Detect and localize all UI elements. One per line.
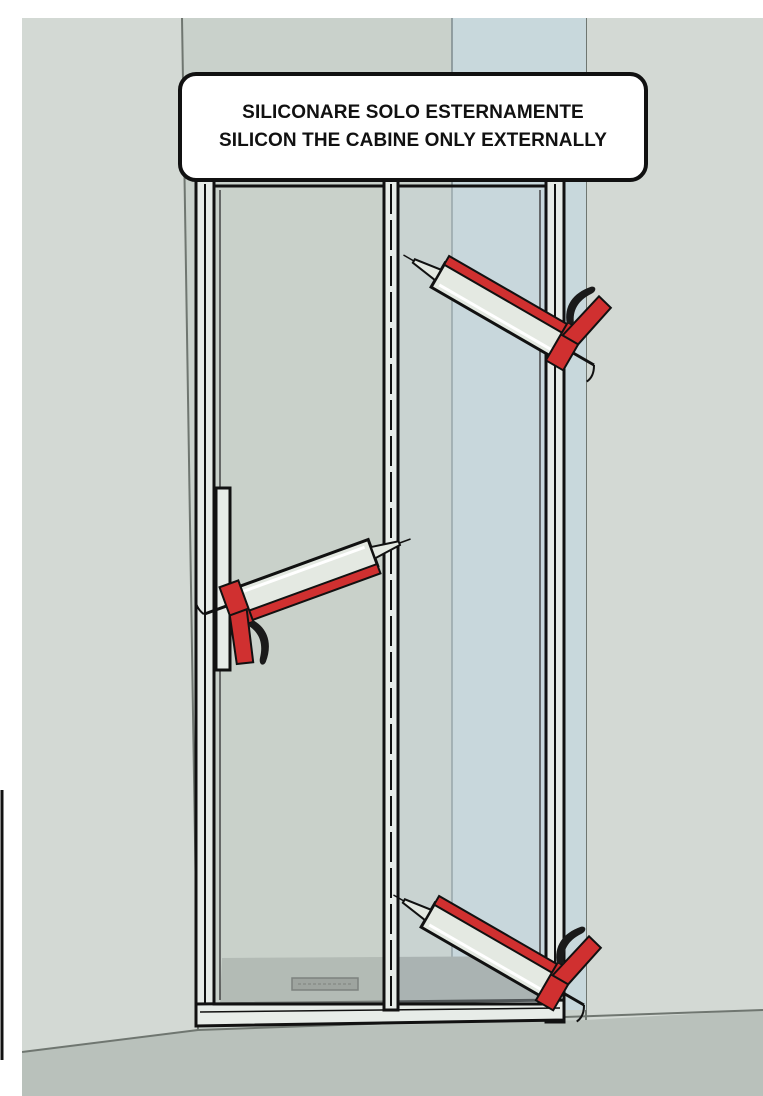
instruction-callout: SILICONARE SOLO ESTERNAMENTE SILICON THE… (178, 72, 648, 182)
left-wall (22, 18, 198, 1052)
door-handle (216, 488, 230, 670)
instruction-english: SILICON THE CABINE ONLY EXTERNALLY (219, 127, 607, 155)
instruction-italian: SILICONARE SOLO ESTERNAMENTE (242, 99, 584, 127)
